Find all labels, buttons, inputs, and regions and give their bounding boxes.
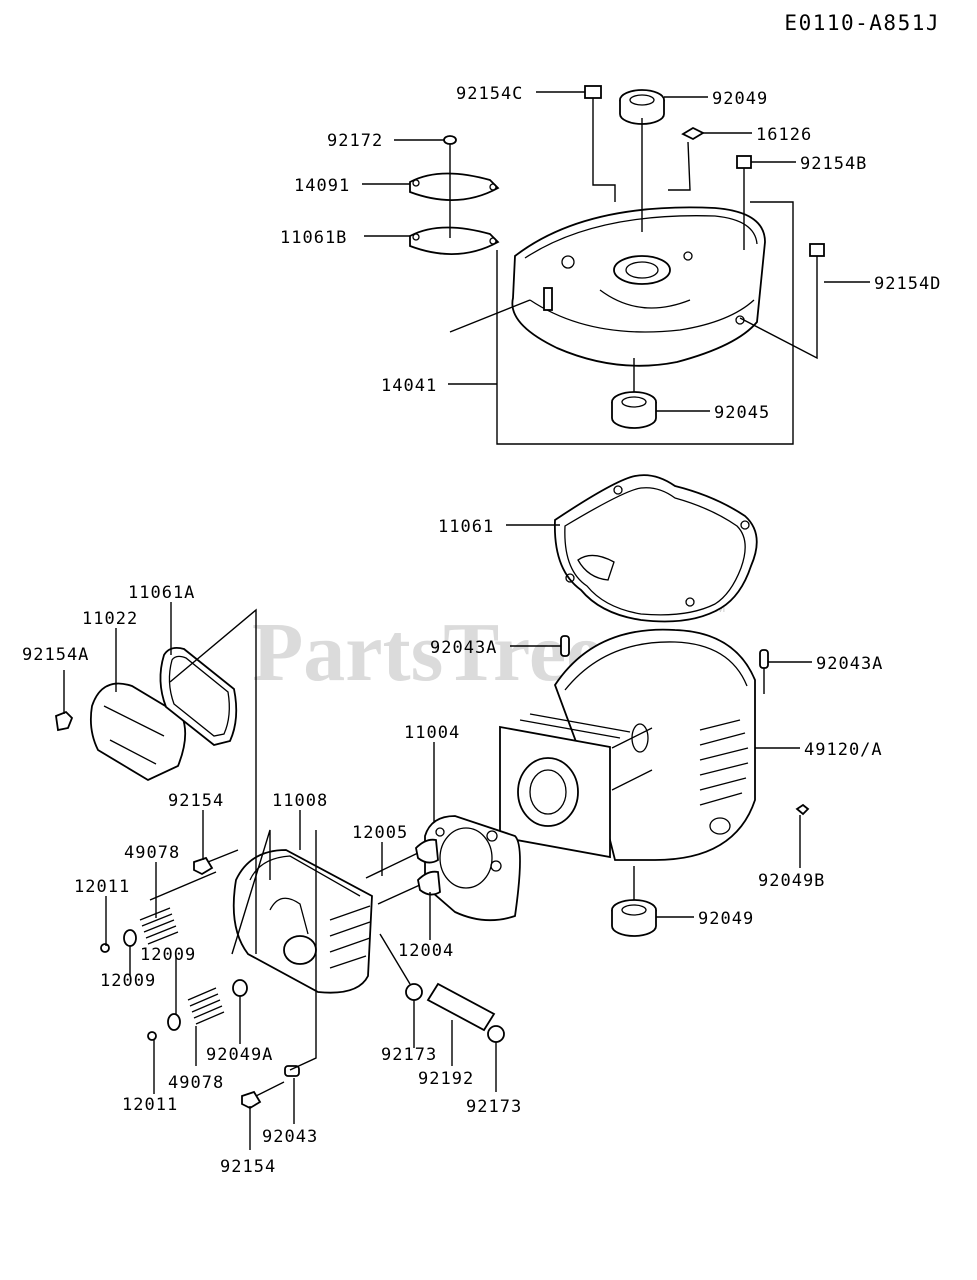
label-92173-left: 92173: [381, 1045, 437, 1065]
label-92154-lower: 92154: [220, 1157, 276, 1177]
label-11061b: 11061B: [280, 228, 347, 248]
label-12011-lower: 12011: [122, 1095, 178, 1115]
cylinder-head-11008[interactable]: [232, 849, 373, 994]
label-92049b: 92049B: [758, 871, 825, 891]
label-92172: 92172: [327, 131, 383, 151]
screw-92172[interactable]: [443, 135, 457, 160]
label-12009-lower: 12009: [100, 971, 156, 991]
label-92154-upper: 92154: [168, 791, 224, 811]
label-11022: 11022: [82, 609, 138, 629]
bolt-92154c[interactable]: [584, 85, 602, 122]
label-11061a: 11061A: [128, 583, 195, 603]
part-16126[interactable]: [681, 126, 705, 141]
label-49078-lower: 49078: [168, 1073, 224, 1093]
label-14091: 14091: [294, 176, 350, 196]
bolt-92154b[interactable]: [736, 155, 752, 186]
label-12005: 12005: [352, 823, 408, 843]
crankcase-cover-14041[interactable]: [511, 206, 766, 367]
gasket-11061a[interactable]: [159, 646, 238, 746]
label-92154a: 92154A: [22, 645, 89, 665]
label-92192: 92192: [418, 1069, 474, 1089]
label-92173-right: 92173: [466, 1097, 522, 1117]
label-92045: 92045: [714, 403, 770, 423]
bolt-92154a[interactable]: [55, 710, 74, 732]
label-12011-upper: 12011: [74, 877, 130, 897]
oil-seal-92045[interactable]: [611, 391, 657, 429]
leader-lines: [105, 91, 870, 1150]
valve-spring-49078-upper[interactable]: [139, 907, 179, 945]
watermark: PartsTree: [252, 606, 603, 699]
plate-14091[interactable]: [409, 172, 500, 201]
label-92154c: 92154C: [456, 84, 523, 104]
retainer-12009-upper[interactable]: [123, 929, 137, 947]
label-92043a-right: 92043A: [816, 654, 883, 674]
keeper-12011-upper[interactable]: [100, 943, 110, 953]
label-92049a: 92049A: [206, 1045, 273, 1065]
label-92154b: 92154B: [800, 154, 867, 174]
clamp-92173-right[interactable]: [487, 1025, 505, 1043]
valve-spring-49078-lower[interactable]: [187, 987, 225, 1025]
bolt-92154d[interactable]: [809, 243, 825, 322]
label-11008: 11008: [272, 791, 328, 811]
keeper-12011-lower[interactable]: [147, 1031, 157, 1041]
retainer-12009-lower[interactable]: [167, 1013, 181, 1031]
head-gasket-11004[interactable]: [424, 815, 521, 922]
dowel-92043a-left[interactable]: [560, 635, 570, 657]
valve-12004[interactable]: [377, 870, 441, 905]
dowel-92043[interactable]: [284, 1065, 300, 1077]
gasket-11061b[interactable]: [409, 226, 500, 255]
label-92049-top: 92049: [712, 89, 768, 109]
clamp-92173-left[interactable]: [405, 983, 423, 1001]
seal-92049a[interactable]: [232, 979, 248, 997]
oil-seal-92049-bottom[interactable]: [611, 899, 657, 937]
label-92154d: 92154D: [874, 274, 941, 294]
label-11061: 11061: [438, 517, 494, 537]
bolt-92154-lower[interactable]: [241, 1081, 285, 1110]
head-cover-11022[interactable]: [89, 682, 187, 782]
label-11004: 11004: [404, 723, 460, 743]
hose-92192[interactable]: [426, 982, 496, 1032]
label-16126: 16126: [756, 125, 812, 145]
label-12009-upper: 12009: [140, 945, 196, 965]
crankcase-cover-group: [409, 85, 825, 445]
diagram-id: E0110-A851J: [784, 11, 940, 35]
valve-12005[interactable]: [365, 838, 439, 879]
label-92043: 92043: [262, 1127, 318, 1147]
plug-92049b[interactable]: [795, 803, 810, 816]
label-92049-bottom: 92049: [698, 909, 754, 929]
label-49120a: 49120/A: [804, 740, 883, 760]
label-14041: 14041: [381, 376, 437, 396]
gasket-11061[interactable]: [554, 474, 758, 623]
label-12004: 12004: [398, 941, 454, 961]
cylinder-block-49120[interactable]: [499, 628, 756, 861]
part-labels: 92154C 92049 92172 16126 92154B 14091 11…: [22, 84, 941, 1177]
label-92043a-left: 92043A: [430, 638, 497, 658]
oil-seal-92049-top[interactable]: [619, 89, 665, 125]
label-49078-upper: 49078: [124, 843, 180, 863]
bolt-92154-upper[interactable]: [193, 849, 239, 876]
dowel-92043a-right[interactable]: [759, 649, 769, 669]
